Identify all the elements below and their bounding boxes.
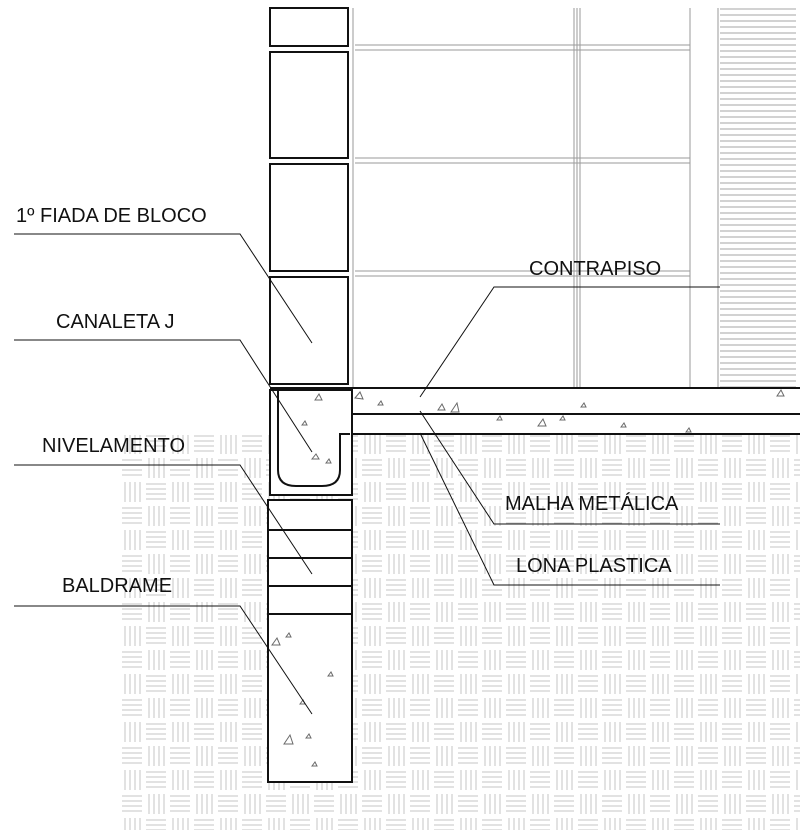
callout-labels: 1º FIADA DE BLOCO CANALETA J NIVELAMENTO…: [16, 205, 679, 597]
leveling-courses: [267, 499, 353, 615]
label-baldrame: BALDRAME: [62, 575, 172, 597]
label-contrapiso: CONTRAPISO: [529, 258, 661, 280]
wall-tile-grid: [352, 8, 719, 388]
label-malha-metalica: MALHA METÁLICA: [505, 492, 679, 515]
label-lona-plastica: LONA PLASTICA: [516, 555, 672, 577]
foundation-beam: [267, 613, 353, 783]
label-fiada-de-bloco: 1º FIADA DE BLOCO: [16, 205, 207, 227]
subfloor-slab: [270, 387, 800, 435]
label-nivelamento: NIVELAMENTO: [42, 435, 185, 457]
wall-hatch: [720, 8, 796, 388]
soil-hatch: [120, 435, 800, 830]
label-canaleta-j: CANALETA J: [56, 311, 175, 333]
block-masonry: [269, 7, 349, 385]
concrete-aggregate-marks: [271, 389, 785, 767]
leader-lines: [14, 233, 720, 715]
